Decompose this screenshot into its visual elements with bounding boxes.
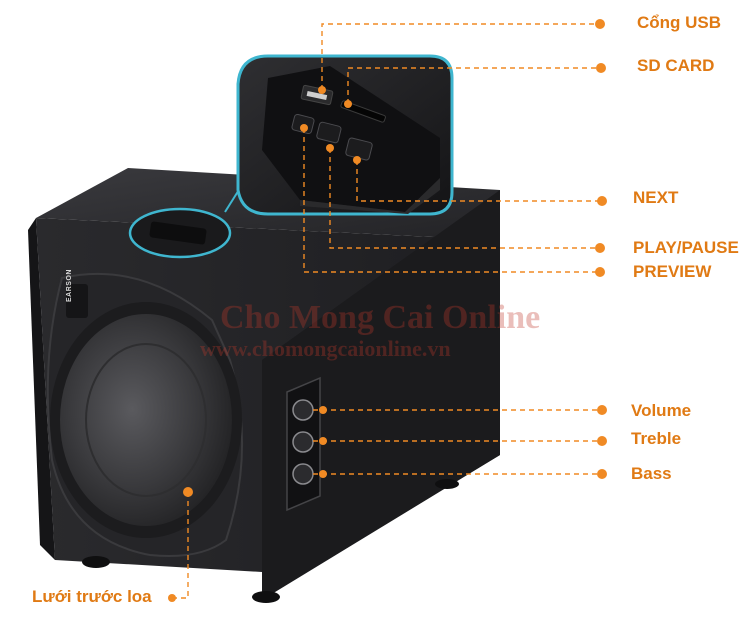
label-usb-port: Cổng USB <box>637 13 722 32</box>
callout-dots <box>168 19 607 602</box>
cabinet-left-edge <box>28 218 55 560</box>
label-sd-card: SD CARD <box>637 56 715 75</box>
brand-logo-plate <box>66 284 88 318</box>
magnified-inset <box>236 54 454 216</box>
watermark-title: Cho Mong Cai Online <box>220 299 540 336</box>
dot-play-start <box>326 144 334 152</box>
leader-usb <box>321 23 600 90</box>
cabinet-side-face <box>262 190 500 600</box>
inset-panel-bevel <box>300 178 440 214</box>
dot-grille-end <box>168 594 176 602</box>
side-knob-panel <box>286 376 321 512</box>
inset-button-1 <box>291 113 315 135</box>
leader-preview <box>303 128 600 273</box>
usb-slot-inner <box>306 90 328 101</box>
dot-bass-end <box>597 469 607 479</box>
dot-sd-start <box>344 100 352 108</box>
inset-button-2 <box>316 121 342 144</box>
leader-play <box>329 148 600 249</box>
dot-grille-start <box>183 487 193 497</box>
dot-usb-start <box>318 86 326 94</box>
leader-sd <box>347 67 601 104</box>
watermark: Cho Mong Cai Online www.chomongcaionline… <box>200 299 540 361</box>
dot-preview-start <box>300 124 308 132</box>
dot-treble-end <box>597 436 607 446</box>
watermark-url: www.chomongcaionline.vn <box>200 336 451 361</box>
leader-lines <box>172 23 602 599</box>
foot-back <box>435 479 459 489</box>
sd-slot-graphic <box>340 100 386 123</box>
dot-preview-end <box>595 267 605 277</box>
mini-control-panel <box>149 221 207 245</box>
front-driver <box>46 272 243 557</box>
label-play-pause: PLAY/PAUSE <box>633 238 739 257</box>
label-next: NEXT <box>633 188 679 207</box>
dot-play-end <box>595 243 605 253</box>
foot-right <box>252 591 280 603</box>
label-bass: Bass <box>631 464 672 483</box>
dot-sd-end <box>596 63 606 73</box>
label-volume: Volume <box>631 401 692 420</box>
dot-volume-start <box>319 406 327 414</box>
foot-left <box>82 556 110 568</box>
treble-knob-graphic <box>292 431 314 453</box>
dot-volume-end <box>597 405 607 415</box>
label-preview: PREVIEW <box>633 262 712 281</box>
label-front-grille: Lưới trước loa <box>32 587 152 606</box>
driver-cone-ring <box>85 343 207 497</box>
bass-knob-graphic <box>292 463 314 485</box>
dot-usb-end <box>595 19 605 29</box>
top-control-strip <box>128 184 243 259</box>
dot-next-end <box>597 196 607 206</box>
dot-treble-start <box>319 437 327 445</box>
brand-logo-text: EARSON <box>66 269 73 302</box>
volume-knob-graphic <box>292 399 314 421</box>
leader-next <box>356 160 602 202</box>
dot-next-start <box>353 156 361 164</box>
label-treble: Treble <box>631 429 682 448</box>
dot-bass-start <box>319 470 327 478</box>
